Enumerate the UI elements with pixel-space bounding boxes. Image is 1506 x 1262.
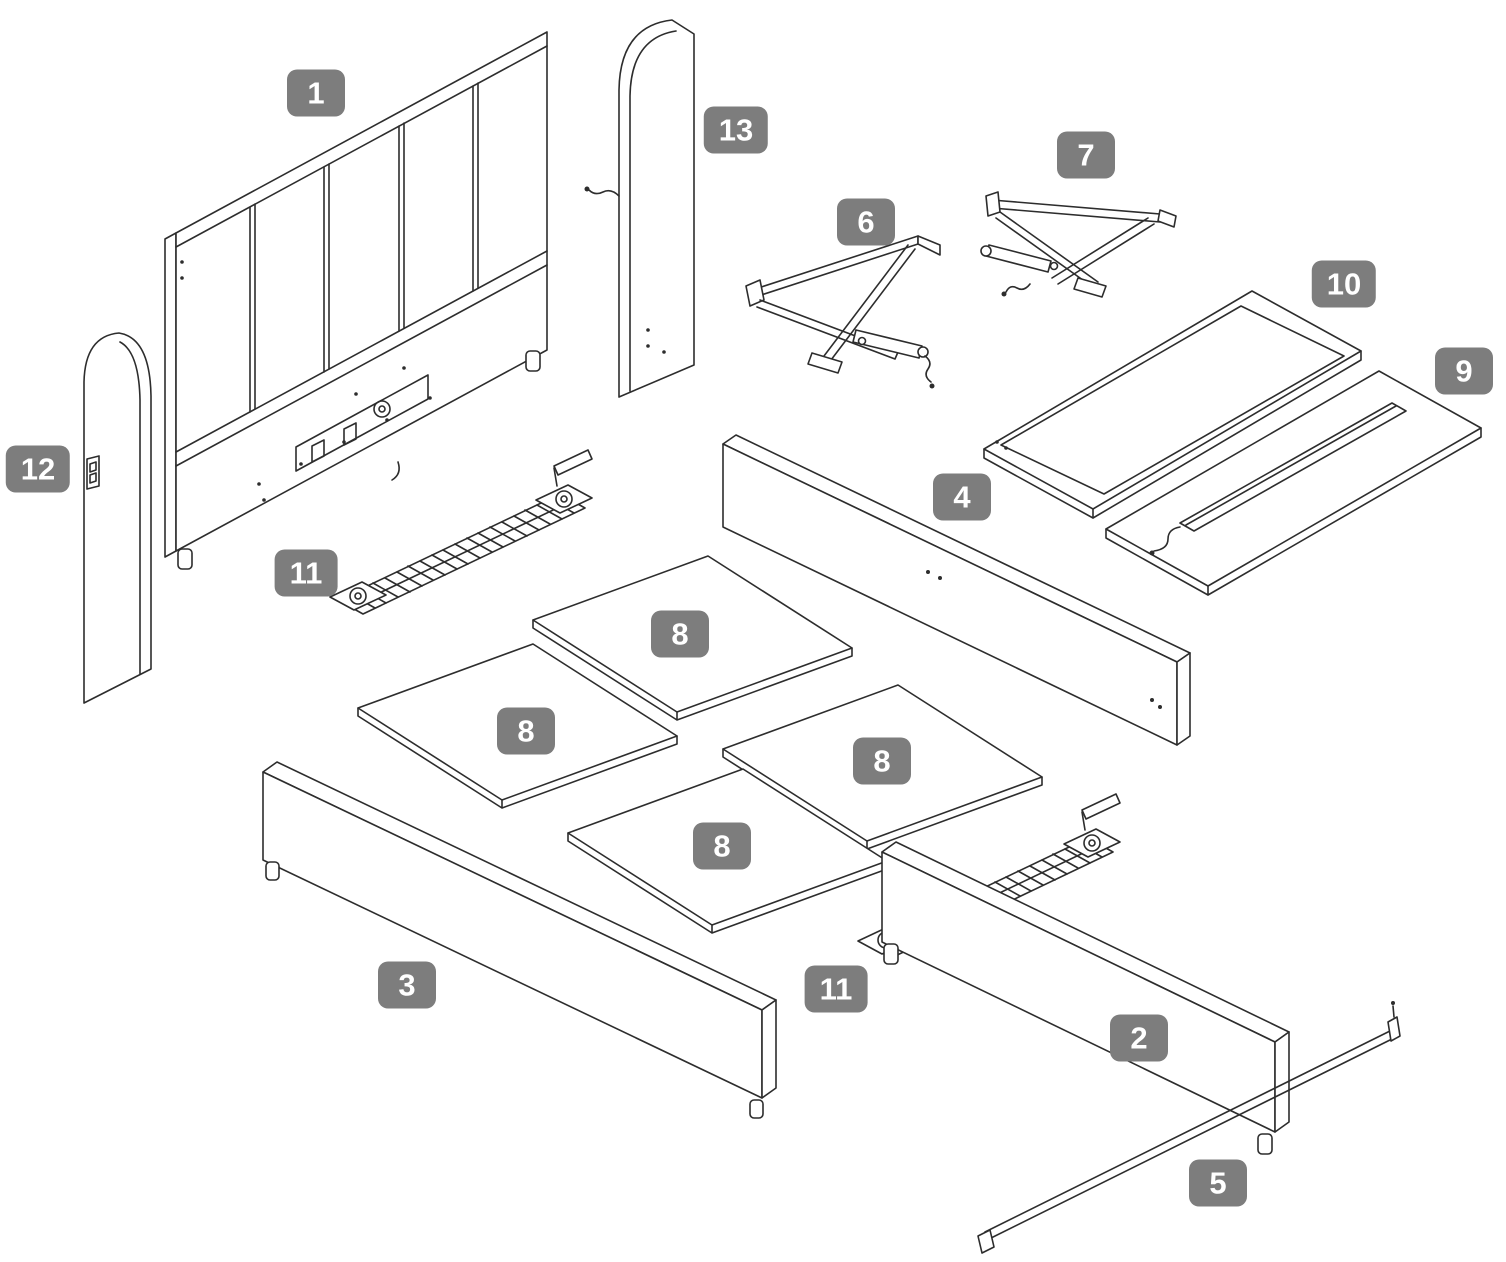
part-label-1: 1	[287, 69, 345, 117]
part-7-lift-mechanism-right	[980, 191, 1177, 298]
part-4-side-rail-right	[722, 434, 1191, 746]
part-1-headboard	[164, 31, 548, 570]
part-10-frame-panel	[983, 290, 1362, 519]
part-label-6: 6	[837, 198, 895, 246]
part-label-5: 5	[1189, 1159, 1247, 1207]
part-label-9: 9	[1435, 347, 1493, 395]
part-label-12: 12	[5, 445, 71, 493]
part-label-4: 4	[933, 473, 991, 521]
part-9-light-panel	[1105, 370, 1482, 596]
part-label-8-top: 8	[651, 610, 709, 658]
part-label-11-right: 11	[804, 965, 868, 1013]
part-label-2: 2	[1110, 1014, 1168, 1062]
part-13-side-panel-right	[584, 19, 695, 398]
part-label-8-right: 8	[853, 737, 911, 785]
part-11-slat-rail	[329, 449, 593, 615]
part-12-side-panel-left	[83, 332, 152, 704]
part-label-10: 10	[1311, 260, 1377, 308]
part-label-13: 13	[703, 106, 769, 154]
part-5-center-support-bar	[977, 1001, 1401, 1254]
part-label-3: 3	[378, 961, 436, 1009]
part-3-side-rail-left	[262, 761, 777, 1119]
part-label-8-bottom: 8	[693, 822, 751, 870]
part-label-7: 7	[1057, 131, 1115, 179]
part-label-8-left: 8	[497, 707, 555, 755]
part-2-footboard	[881, 841, 1290, 1155]
part-label-11-left: 11	[274, 549, 338, 597]
part-6-lift-mechanism-left	[745, 235, 941, 389]
